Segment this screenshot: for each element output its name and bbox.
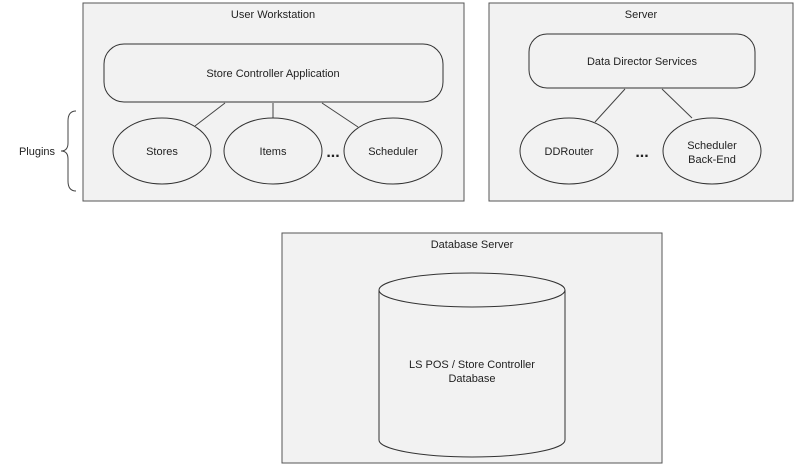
ddrouter-label: DDRouter: [545, 146, 594, 158]
stores-node: Stores: [112, 117, 212, 185]
scheduler-backend-label-line2: Back-End: [688, 154, 736, 166]
connector-dd-scheduler-backend: [661, 88, 693, 119]
items-node: Items: [223, 117, 323, 185]
ddrouter-node: DDRouter: [519, 117, 619, 185]
store-controller-application-label: Store Controller Application: [206, 68, 339, 80]
scheduler-node: Scheduler: [343, 117, 443, 185]
plugins-brace: Plugins: [19, 110, 77, 192]
data-director-services-node: Data Director Services: [528, 33, 756, 89]
data-director-services-label: Data Director Services: [587, 56, 698, 68]
database-label-line2: Database: [448, 373, 495, 385]
database-label-line1: LS POS / Store Controller: [409, 359, 535, 371]
database-cylinder: LS POS / Store Controller Database: [378, 272, 566, 458]
brace-icon: [60, 110, 77, 192]
connector-app-scheduler: [321, 102, 359, 128]
scheduler-label: Scheduler: [368, 146, 418, 158]
connector-app-stores: [194, 102, 226, 127]
plugins-ellipsis: ...: [326, 144, 339, 161]
connector-dd-ddrouter: [594, 88, 626, 123]
items-label: Items: [260, 146, 287, 158]
store-controller-application-node: Store Controller Application: [103, 43, 444, 103]
scheduler-backend-node: Scheduler Back-End: [662, 117, 762, 185]
scheduler-backend-label-line1: Scheduler: [687, 140, 737, 152]
server-label: Server: [625, 9, 658, 21]
user-workstation-label: User Workstation: [231, 9, 315, 21]
database-server-label: Database Server: [431, 239, 514, 251]
stores-label: Stores: [146, 146, 178, 158]
plugins-label: Plugins: [19, 146, 56, 158]
server-ellipsis: ...: [635, 144, 648, 161]
